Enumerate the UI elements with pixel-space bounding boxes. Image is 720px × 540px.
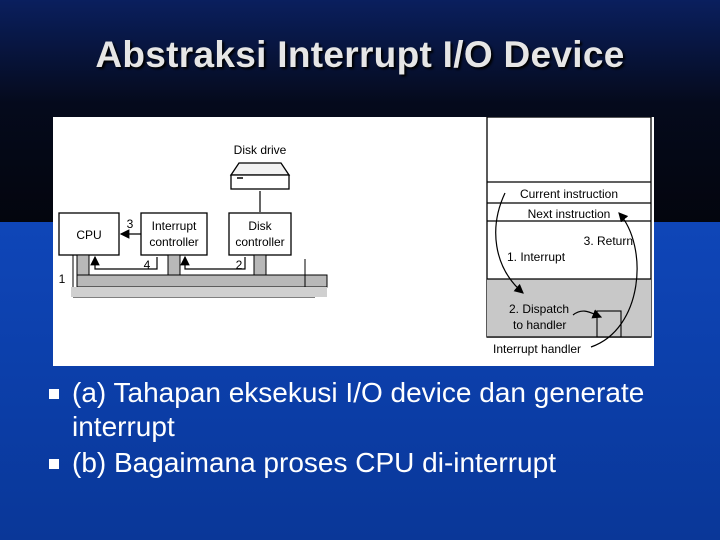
bullet-list: (a) Tahapan eksekusi I/O device dan gene… (46, 376, 706, 480)
interrupt-handler-label: Interrupt handler (493, 342, 581, 356)
disk-controller-label-1: Disk (248, 219, 272, 233)
dispatch-label-2: to handler (513, 318, 566, 332)
bullet-square-icon (49, 389, 59, 399)
interrupt-controller-label-2: controller (149, 235, 198, 249)
disk-controller-label-2: controller (235, 235, 284, 249)
bullet-text-b: (b) Bagaimana proses CPU di-interrupt (72, 447, 556, 478)
interrupt-controller-label-1: Interrupt (152, 219, 197, 233)
cpu-box (58, 212, 120, 256)
step-4-label: 4 (144, 258, 151, 272)
disk-drive-top-shape (229, 162, 291, 176)
arrow-dispatch (572, 309, 603, 319)
cpu-label: CPU (76, 228, 101, 242)
current-instruction-label: Current instruction (520, 187, 618, 201)
bullet-item-a: (a) Tahapan eksekusi I/O device dan gene… (46, 376, 706, 444)
next-instruction-label: Next instruction (528, 207, 611, 221)
return-label: 3. Return (584, 234, 633, 248)
step-2-label: 2 (236, 258, 243, 272)
loop-1-fill (71, 287, 327, 297)
interrupt-label: 1. Interrupt (507, 250, 566, 264)
arrow-interrupt (495, 192, 524, 294)
step-3-label: 3 (127, 217, 134, 231)
bus-drop-interrupt-controller (167, 254, 181, 276)
interrupt-figure: Disk drive CPU Interrupt controller Disk… (53, 117, 654, 366)
figure-svg: Disk drive CPU Interrupt controller Disk… (58, 117, 652, 356)
slide-title: Abstraksi Interrupt I/O Device (95, 34, 625, 75)
bus-drop-disk-controller (253, 254, 267, 276)
disk-drive-label: Disk drive (234, 143, 287, 157)
arrow-2 (180, 255, 246, 270)
bullet-text-a: (a) Tahapan eksekusi I/O device dan gene… (72, 377, 645, 442)
arrow-return (590, 212, 638, 348)
bullet-item-b: (b) Bagaimana proses CPU di-interrupt (46, 446, 706, 480)
bullet-square-icon (49, 459, 59, 469)
bus-drop-cpu (76, 254, 90, 276)
step-1-label: 1 (59, 272, 66, 286)
disk-drive-body-shape (230, 174, 290, 190)
arrow-4 (90, 255, 158, 270)
bus-bar (76, 274, 328, 288)
disk-controller-box (228, 212, 292, 256)
dispatch-label-1: 2. Dispatch (509, 302, 569, 316)
